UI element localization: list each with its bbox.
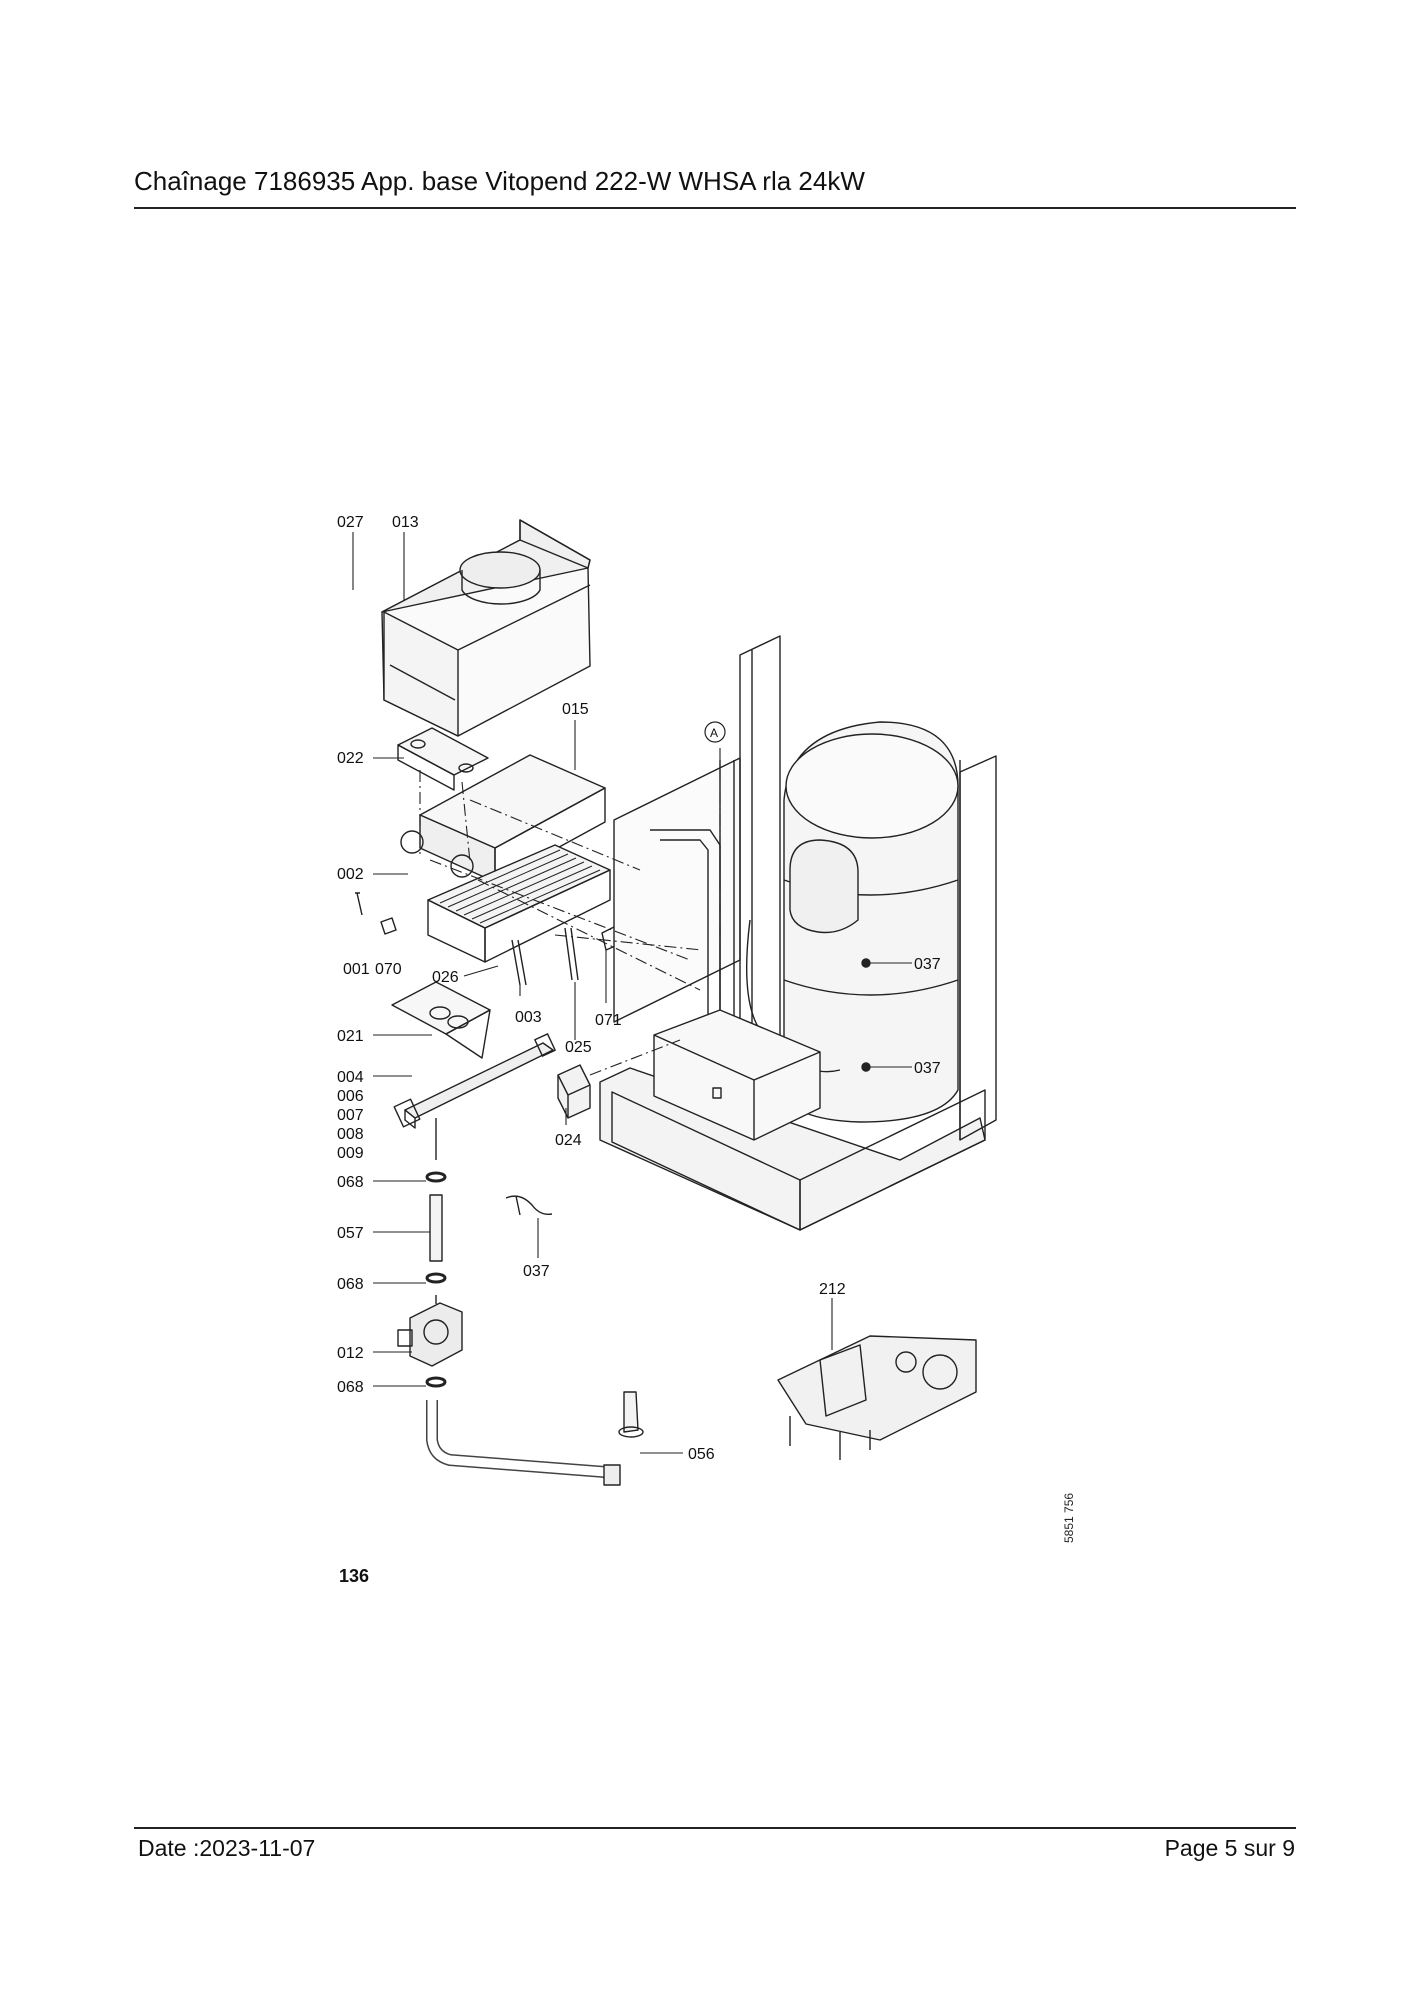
hydraulic-group-part bbox=[777, 1335, 977, 1460]
part-label: 027 bbox=[337, 514, 364, 531]
part-label: 003 bbox=[515, 1009, 542, 1026]
part-label: 037 bbox=[914, 956, 941, 973]
ignition-module-part bbox=[557, 1064, 591, 1119]
part-label: 024 bbox=[555, 1132, 582, 1149]
ignition-electrode-part bbox=[511, 939, 527, 986]
gas-connection-pipe-part bbox=[426, 1391, 644, 1486]
part-label: 056 bbox=[688, 1446, 715, 1463]
gas-valve-part bbox=[397, 1295, 463, 1367]
part-label: 070 bbox=[375, 961, 402, 978]
shield-part bbox=[391, 981, 491, 1059]
figure-number: 136 bbox=[339, 1566, 370, 1586]
part-label: 212 bbox=[819, 1281, 846, 1298]
part-label: 037 bbox=[914, 1060, 941, 1077]
part-label: 071 bbox=[595, 1012, 622, 1029]
footer-divider bbox=[134, 1827, 1296, 1829]
part-label: 068 bbox=[337, 1379, 364, 1396]
seal-ring-part bbox=[425, 1171, 447, 1183]
header-divider bbox=[134, 207, 1296, 209]
part-label: 007 bbox=[337, 1107, 364, 1124]
part-label: 025 bbox=[565, 1039, 592, 1056]
part-label: 068 bbox=[337, 1276, 364, 1293]
clip-part bbox=[380, 917, 397, 935]
part-label: 013 bbox=[392, 514, 419, 531]
gas-pipe-part bbox=[429, 1194, 443, 1262]
part-label: 002 bbox=[337, 866, 364, 883]
combustion-hood-part bbox=[381, 519, 591, 737]
part-label: 006 bbox=[337, 1088, 364, 1105]
callout-a: A bbox=[710, 726, 718, 740]
drawing-code: 5851 756 bbox=[1062, 1493, 1076, 1543]
seal-ring-part bbox=[425, 1376, 447, 1388]
part-label: 001 bbox=[343, 961, 370, 978]
part-label: 021 bbox=[337, 1028, 364, 1045]
seal-ring-part bbox=[425, 1272, 447, 1284]
burner-part bbox=[427, 844, 611, 963]
clip-037-part bbox=[505, 1195, 553, 1216]
part-label: 057 bbox=[337, 1225, 364, 1242]
part-label: 037 bbox=[523, 1263, 550, 1280]
part-label: 026 bbox=[432, 969, 459, 986]
part-label: 008 bbox=[337, 1126, 364, 1143]
page-title: Chaînage 7186935 App. base Vitopend 222-… bbox=[134, 166, 865, 196]
part-label: 022 bbox=[337, 750, 364, 767]
part-label: 009 bbox=[337, 1145, 364, 1162]
part-label: 068 bbox=[337, 1174, 364, 1191]
bracket-part bbox=[397, 727, 489, 791]
footer-date: Date :2023-11-07 bbox=[138, 1835, 316, 1861]
control-box bbox=[653, 1009, 821, 1141]
page-number: Page 5 sur 9 bbox=[1164, 1835, 1295, 1861]
part-label: 012 bbox=[337, 1345, 364, 1362]
electrode-part bbox=[355, 892, 363, 916]
part-label: 004 bbox=[337, 1069, 364, 1086]
gas-manifold-part bbox=[393, 1033, 556, 1160]
part-label: 015 bbox=[562, 701, 589, 718]
